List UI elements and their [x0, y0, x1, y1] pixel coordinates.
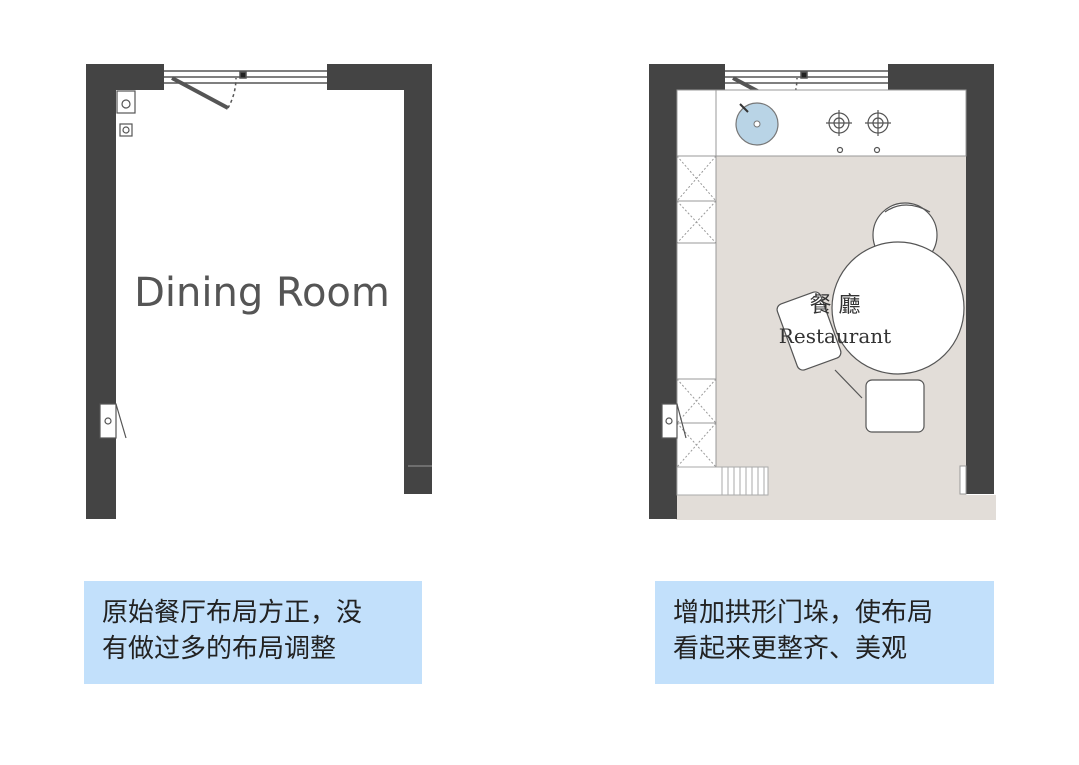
- right-floor-plan: 餐 廳 Restaurant: [649, 64, 996, 520]
- caption-right-line-1: 增加拱形门垛，使布局: [673, 598, 934, 628]
- dining-table: [776, 202, 965, 433]
- left-room-label: Dining Room: [134, 270, 390, 316]
- left-wall-left: [86, 64, 116, 519]
- right-wall-end-cap: [959, 465, 967, 495]
- left-floor-plan: Dining Room: [86, 64, 432, 519]
- stove-burner-icon: [826, 110, 891, 154]
- right-wall-left: [649, 64, 677, 519]
- caption-right-line-2: 看起来更整齐、美观: [673, 634, 908, 664]
- left-corner-fixture: [116, 90, 136, 137]
- stairs-icon: [676, 466, 769, 496]
- right-room-label-en: Restaurant: [779, 324, 891, 348]
- round-table: [831, 241, 965, 375]
- sink-icon: [735, 102, 779, 146]
- left-wall-right: [404, 64, 432, 494]
- caption-right: 增加拱形门垛，使布局 看起来更整齐、美观: [655, 581, 994, 684]
- caption-left-line-2: 有做过多的布局调整: [102, 634, 337, 664]
- caption-left: 原始餐厅布局方正，没 有做过多的布局调整: [84, 581, 422, 684]
- left-door-icon: [164, 70, 327, 110]
- storage-cabinets: [676, 89, 717, 468]
- chair-bottom: [865, 379, 925, 433]
- right-side-fixture: [661, 403, 687, 439]
- chair-left: [776, 291, 842, 371]
- left-side-fixture: [99, 403, 127, 439]
- right-floor-bottom: [676, 495, 996, 520]
- left-wall-top-left: [86, 64, 164, 90]
- caption-left-line-1: 原始餐厅布局方正，没: [102, 598, 363, 628]
- right-wall-right: [966, 64, 994, 494]
- right-wall-top-left: [649, 64, 725, 90]
- right-room-label-cn: 餐 廳: [810, 293, 861, 318]
